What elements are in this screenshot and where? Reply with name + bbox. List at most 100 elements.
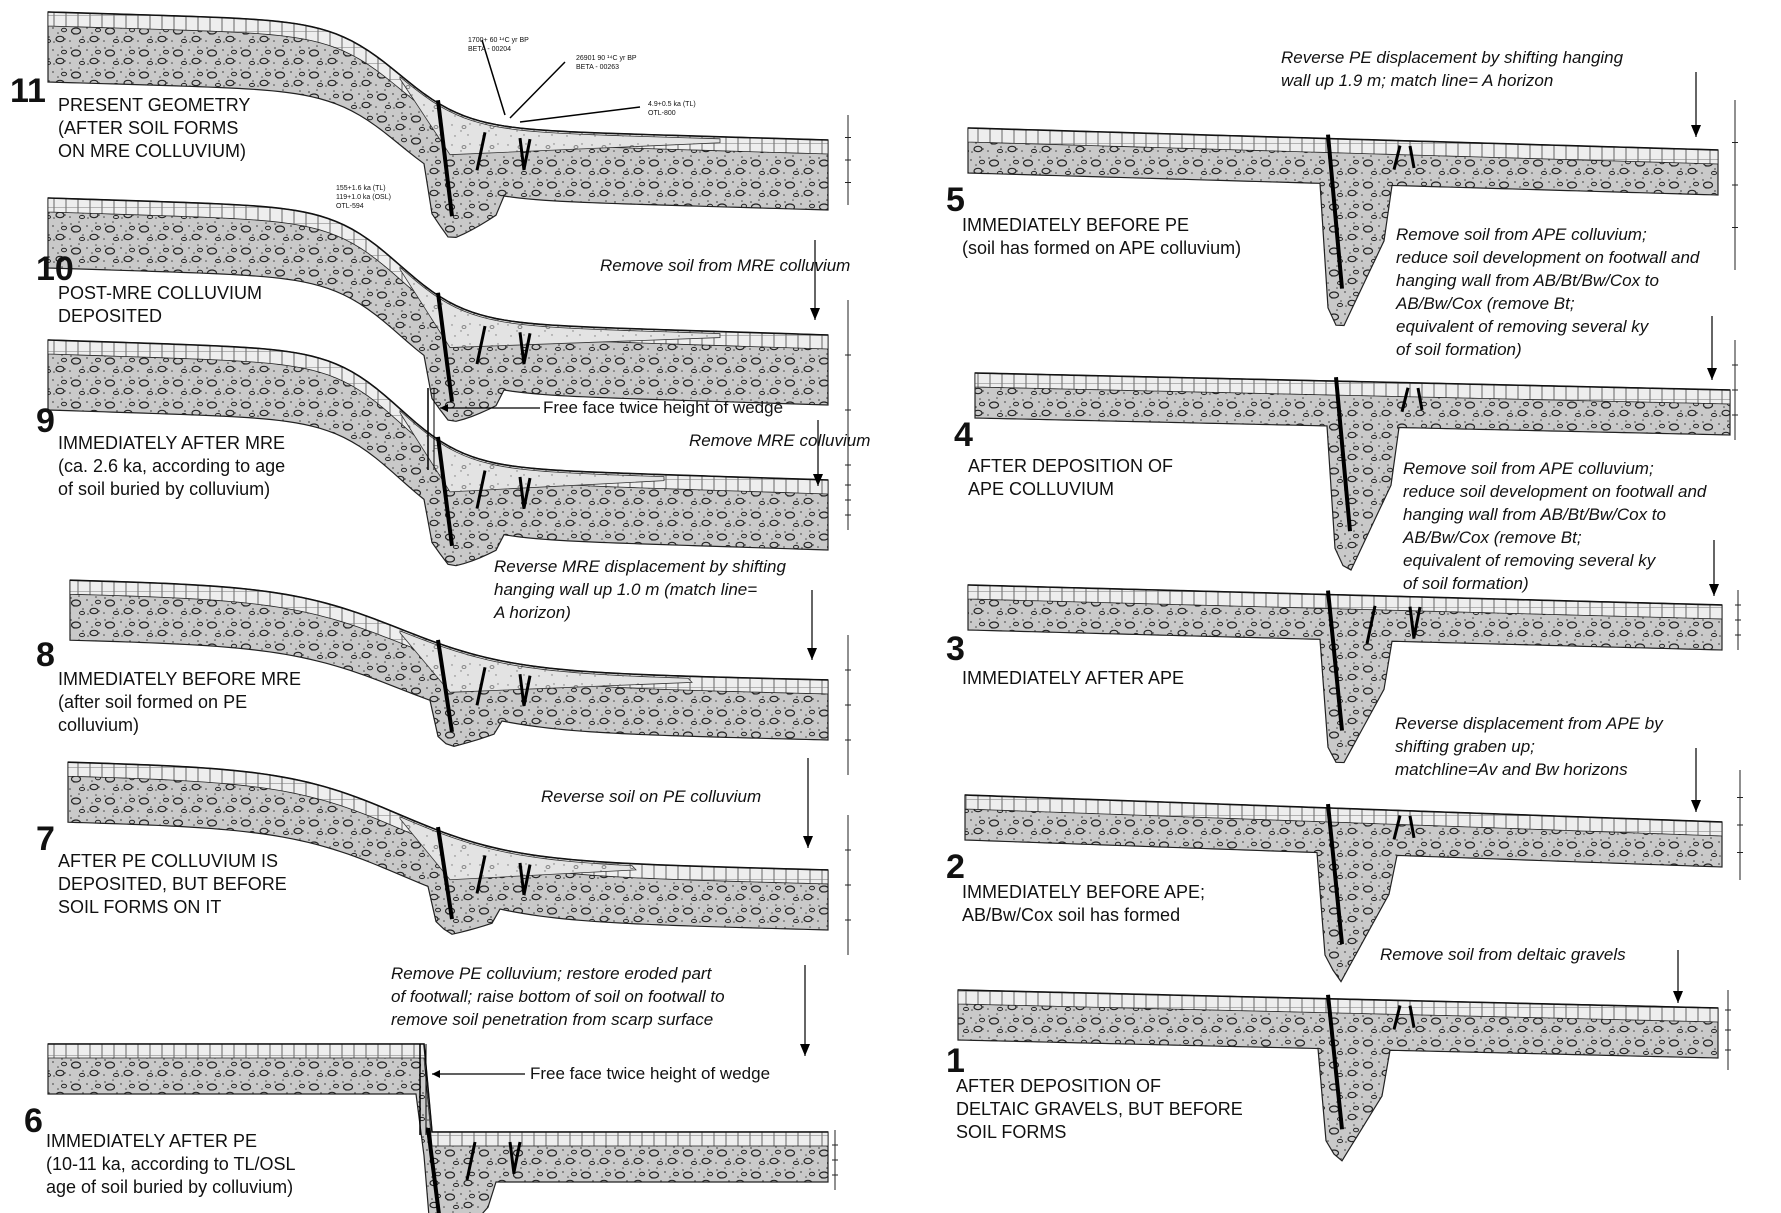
step-note-s7: Reverse soil on PE colluvium [541, 785, 761, 808]
step-note-line: wall up 1.9 m; match line= A horizon [1281, 69, 1623, 92]
step-arrow-6-head [800, 1044, 810, 1056]
caption-line: PRESENT GEOMETRY [58, 94, 250, 117]
sample-age-line: 26901 90 ¹⁴C yr BP [576, 54, 637, 63]
sample-age-line: 1700+ 60 ¹⁴C yr BP [468, 36, 529, 45]
step-note-line: Reverse displacement from APE by [1395, 712, 1663, 735]
step-note-line: Reverse PE displacement by shifting hang… [1281, 46, 1623, 69]
caption-line: age of soil buried by colluvium) [46, 1176, 295, 1199]
sample-age-line: OTL-800 [648, 109, 696, 118]
caption-line: ON MRE COLLUVIUM) [58, 140, 250, 163]
caption-line: IMMEDIATELY BEFORE APE; [962, 881, 1205, 904]
caption-line: APE COLLUVIUM [968, 478, 1173, 501]
panel-number-1: 1 [946, 1044, 965, 1078]
step-arrow-1-head [1673, 991, 1683, 1003]
panel-number-8: 8 [36, 638, 55, 672]
step-note-line: hanging wall from AB/Bt/Bw/Cox to [1403, 503, 1706, 526]
panel-caption-3: IMMEDIATELY AFTER APE [962, 667, 1184, 690]
step-note-line: hanging wall up 1.0 m (match line= [494, 578, 786, 601]
caption-line: SOIL FORMS [956, 1121, 1243, 1144]
step-note-line: reduce soil development on footwall and [1396, 246, 1699, 269]
panel-caption-2: IMMEDIATELY BEFORE APE;AB/Bw/Cox soil ha… [962, 881, 1205, 927]
step-arrow-10-head [810, 308, 820, 320]
panel-caption-9: IMMEDIATELY AFTER MRE(ca. 2.6 ka, accord… [58, 432, 285, 501]
step-note-line: Reverse MRE displacement by shifting [494, 555, 786, 578]
step-note-s3: Remove soil from APE colluvium;reduce so… [1403, 457, 1706, 595]
free-face-arrow-head [432, 1070, 440, 1078]
sample-age-line: OTL-594 [336, 202, 391, 211]
step-note-line: Remove soil from MRE colluvium [600, 254, 850, 277]
step-note-line: reduce soil development on footwall and [1403, 480, 1706, 503]
sample-leader [510, 62, 565, 118]
caption-line: (AFTER SOIL FORMS [58, 117, 250, 140]
caption-line: IMMEDIATELY BEFORE PE [962, 214, 1241, 237]
step-note-s9: Remove MRE colluvium [689, 429, 870, 452]
step-note-line: matchline=Av and Bw horizons [1395, 758, 1663, 781]
step-note-line: Reverse soil on PE colluvium [541, 785, 761, 808]
caption-line: IMMEDIATELY AFTER APE [962, 667, 1184, 690]
caption-line: SOIL FORMS ON IT [58, 896, 287, 919]
step-note-line: equivalent of removing several ky [1396, 315, 1699, 338]
step-note-line: A horizon) [494, 601, 786, 624]
step-arrow-4-head [1707, 368, 1717, 380]
panel-number-2: 2 [946, 850, 965, 884]
caption-line: IMMEDIATELY AFTER PE [46, 1130, 295, 1153]
step-arrow-3-head [1709, 584, 1719, 596]
step-arrow-8-head [807, 648, 817, 660]
caption-line: (10-11 ka, according to TL/OSL [46, 1153, 295, 1176]
panel-caption-6: IMMEDIATELY AFTER PE(10-11 ka, according… [46, 1130, 295, 1199]
step-note-line: AB/Bw/Cox (remove Bt; [1403, 526, 1706, 549]
sample-leader [520, 107, 640, 122]
panel-caption-1: AFTER DEPOSITION OFDELTAIC GRAVELS, BUT … [956, 1075, 1243, 1144]
panel-caption-10: POST-MRE COLLUVIUMDEPOSITED [58, 282, 262, 328]
sample-age-label: 26901 90 ¹⁴C yr BPBETA - 00263 [576, 54, 637, 72]
panel-number-3: 3 [946, 632, 965, 666]
step-arrow-5-head [1691, 125, 1701, 137]
sample-age-line: BETA - 00263 [576, 63, 637, 72]
sample-age-line: 155+1.6 ka (TL) [336, 184, 391, 193]
step-arrow-7-head [803, 836, 813, 848]
panel-caption-8: IMMEDIATELY BEFORE MRE(after soil formed… [58, 668, 301, 737]
panel-number-10: 10 [36, 252, 74, 286]
sample-age-line: 4.9+0.5 ka (TL) [648, 100, 696, 109]
caption-line: (ca. 2.6 ka, according to age [58, 455, 285, 478]
caption-line: DEPOSITED [58, 305, 262, 328]
caption-line: IMMEDIATELY BEFORE MRE [58, 668, 301, 691]
step-note-s6: Remove PE colluvium; restore eroded part… [391, 962, 725, 1031]
caption-line: (after soil formed on PE [58, 691, 301, 714]
step-note-line: hanging wall from AB/Bt/Bw/Cox to [1396, 269, 1699, 292]
step-note-s2: Reverse displacement from APE byshifting… [1395, 712, 1663, 781]
step-note-line: of soil formation) [1403, 572, 1706, 595]
sample-age-line: BETA - 00204 [468, 45, 529, 54]
step-note-line: shifting graben up; [1395, 735, 1663, 758]
panel-number-11: 11 [10, 74, 46, 108]
step-note-line: equivalent of removing several ky [1403, 549, 1706, 572]
step-note-line: of footwall; raise bottom of soil on foo… [391, 985, 725, 1008]
caption-line: DEPOSITED, BUT BEFORE [58, 873, 287, 896]
caption-line: AB/Bw/Cox soil has formed [962, 904, 1205, 927]
caption-line: AFTER DEPOSITION OF [956, 1075, 1243, 1098]
caption-line: (soil has formed on APE colluvium) [962, 237, 1241, 260]
step-note-line: Remove soil from deltaic gravels [1380, 943, 1626, 966]
sample-age-label: 4.9+0.5 ka (TL)OTL-800 [648, 100, 696, 118]
step-note-s5: Reverse PE displacement by shifting hang… [1281, 46, 1623, 92]
panel-caption-5: IMMEDIATELY BEFORE PE(soil has formed on… [962, 214, 1241, 260]
step-note-s10: Remove soil from MRE colluvium [600, 254, 850, 277]
caption-line: IMMEDIATELY AFTER MRE [58, 432, 285, 455]
caption-line: AFTER DEPOSITION OF [968, 455, 1173, 478]
panel-number-4: 4 [954, 418, 973, 452]
caption-line: AFTER PE COLLUVIUM IS [58, 850, 287, 873]
step-note-line: Remove MRE colluvium [689, 429, 870, 452]
step-note-line: AB/Bw/Cox (remove Bt; [1396, 292, 1699, 315]
panel-number-7: 7 [36, 822, 55, 856]
sample-age-line: 119+1.0 ka (OSL) [336, 193, 391, 202]
caption-line: DELTAIC GRAVELS, BUT BEFORE [956, 1098, 1243, 1121]
sample-age-label: 155+1.6 ka (TL)119+1.0 ka (OSL)OTL-594 [336, 184, 391, 211]
step-note-line: of soil formation) [1396, 338, 1699, 361]
free-face-label: Free face twice height of wedge [543, 398, 783, 418]
